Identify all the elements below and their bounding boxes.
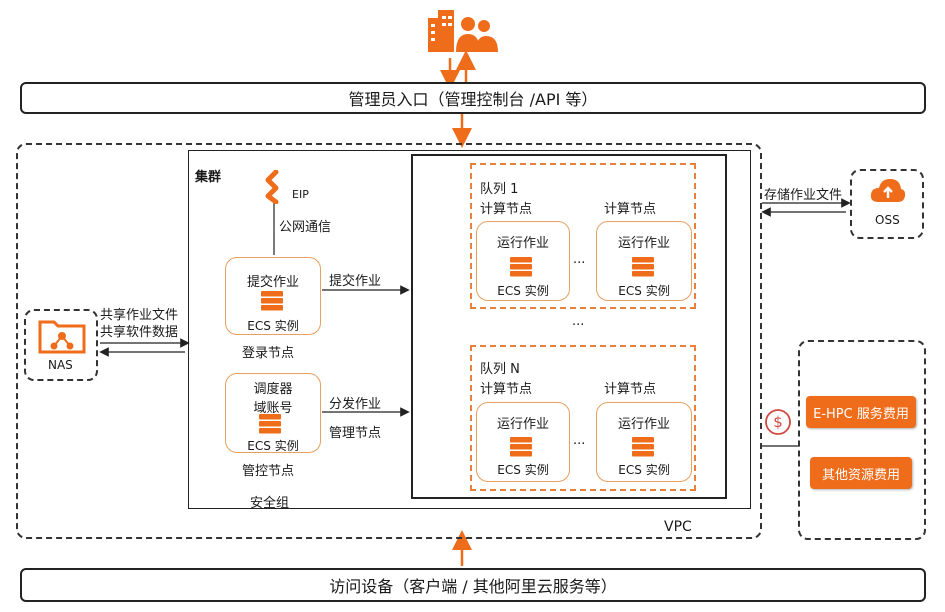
cluster-label: 集群	[195, 170, 222, 185]
ecs-label: ECS 实例	[497, 463, 549, 477]
eip-icon	[265, 170, 279, 204]
queue-1-ellipsis: ···	[573, 256, 586, 271]
login-node-ecs: ECS 实例	[247, 319, 299, 333]
admin-entry-label: 管理员入口（管理控制台 /API 等）	[348, 90, 598, 109]
server-icon	[632, 257, 654, 277]
access-devices-label: 访问设备（客户端 / 其他阿里云服务等）	[329, 577, 617, 596]
ecs-label: ECS 实例	[618, 463, 670, 477]
queues-ellipsis: ···	[572, 318, 585, 333]
queue-n-box	[470, 345, 696, 491]
manage-node-label: 管理节点	[329, 426, 382, 441]
queue-n-compute-b: 计算节点	[604, 382, 657, 397]
compute-area	[411, 154, 727, 499]
eip-label: EIP	[292, 188, 309, 201]
enterprise-users-icon	[428, 10, 498, 52]
server-icon	[510, 437, 532, 457]
vpc-label: VPC	[664, 519, 692, 535]
oss-store-label: 存储作业文件	[764, 188, 843, 203]
billing-box	[798, 340, 926, 540]
cluster-boundary	[188, 150, 751, 509]
dollar-icon: $	[765, 409, 791, 435]
public-comm-label: 公网通信	[279, 220, 332, 235]
queue-1-compute-a: 计算节点	[480, 202, 533, 217]
access-devices-bar: 访问设备（客户端 / 其他阿里云服务等）	[20, 568, 926, 602]
server-icon	[259, 414, 281, 434]
run-job-label: 运行作业	[496, 236, 549, 251]
ehpc-fee-button: E-HPC 服务费用	[806, 396, 916, 428]
queue-n-compute-a: 计算节点	[480, 382, 533, 397]
vpc-boundary	[16, 143, 762, 539]
run-job-label: 运行作业	[496, 417, 549, 432]
control-node-line1: 调度器	[253, 382, 293, 397]
server-icon	[510, 257, 532, 277]
dispatch-job-label: 分发作业	[329, 397, 382, 412]
admin-entry-bar: 管理员入口（管理控制台 /API 等）	[20, 82, 926, 114]
login-node-caption: 登录节点	[242, 346, 295, 361]
server-icon	[261, 291, 283, 311]
submit-job-label: 提交作业	[329, 274, 382, 289]
svg-text:$: $	[773, 413, 783, 431]
nas-share-software: 共享软件数据	[100, 325, 179, 340]
queue-1-title: 队列 1	[480, 182, 519, 197]
control-node-line2: 域账号	[253, 401, 293, 416]
ecs-label: ECS 实例	[497, 284, 549, 298]
queue-n-ellipsis: ···	[573, 437, 586, 452]
ecs-label: ECS 实例	[618, 284, 670, 298]
security-group-label: 安全组	[250, 496, 290, 511]
run-job-label: 运行作业	[617, 236, 670, 251]
login-node-task: 提交作业	[246, 275, 299, 290]
control-node-box: 调度器 域账号 ECS 实例	[225, 373, 321, 453]
other-fee-button: 其他资源费用	[810, 457, 912, 489]
queue-1-compute-b: 计算节点	[604, 202, 657, 217]
oss-label: OSS	[875, 213, 900, 227]
nas-share-files: 共享作业文件	[100, 308, 179, 323]
oss-cloud-icon	[870, 179, 906, 202]
nas-label: NAS	[48, 358, 73, 372]
queue-1-box	[470, 163, 696, 309]
oss-box	[850, 169, 924, 239]
login-node-box: 提交作业 ECS 实例	[225, 257, 321, 335]
queue-n-title: 队列 N	[480, 362, 520, 377]
server-icon	[632, 437, 654, 457]
control-node-ecs: ECS 实例	[247, 439, 299, 453]
control-node-caption: 管控节点	[242, 464, 295, 479]
nas-folder-icon	[38, 320, 86, 354]
queue-1-node-a: 运行作业 ECS 实例	[476, 221, 570, 301]
run-job-label: 运行作业	[617, 417, 670, 432]
nas-box	[24, 309, 98, 381]
